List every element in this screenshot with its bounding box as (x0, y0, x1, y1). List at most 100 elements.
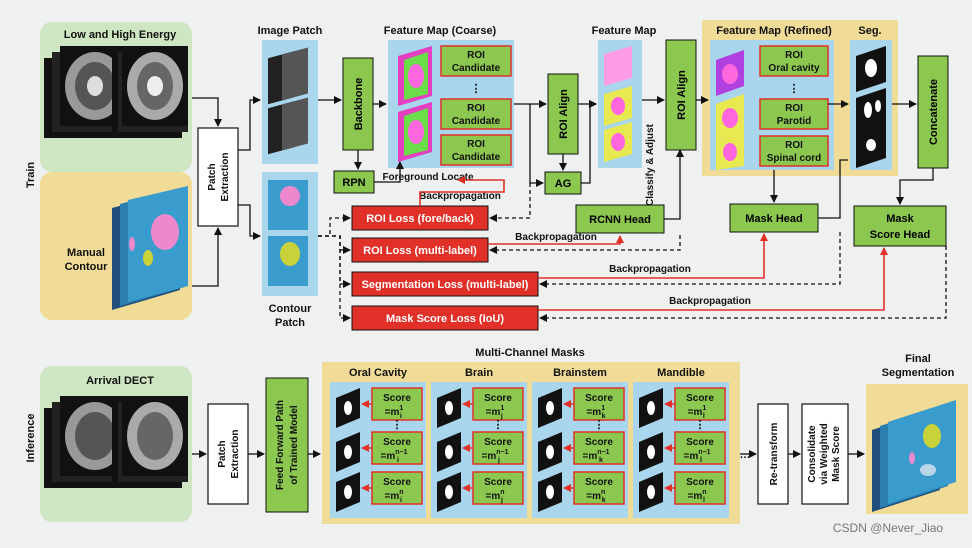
roi-candidate-1-line1: ROI (467, 50, 485, 61)
mask-blob-2-2 (546, 485, 554, 499)
classify-adjust-label: Classify & Adjust (645, 123, 656, 206)
image-patch-slices (268, 47, 308, 155)
score-label-0-1: Score (383, 437, 411, 448)
score-label-1-2: Score (484, 477, 512, 488)
feature-map-coarse-title: Feature Map (Coarse) (384, 25, 497, 37)
mask-blob-3-0 (647, 401, 655, 415)
roi-align-label-2: ROI Align (676, 70, 688, 120)
image-patch-title: Image Patch (258, 25, 323, 37)
coarse-feature-tiles (398, 46, 432, 162)
score-box-3-2 (674, 471, 726, 505)
inference-label: Inference (25, 414, 37, 463)
concatenate-label: Concatenate (928, 79, 940, 145)
backprop-label-4: Backpropagation (669, 296, 751, 307)
input-title: Low and High Energy (64, 29, 177, 41)
roi-oral-line1: ROI (785, 50, 803, 61)
foreground-locate-label: Foreground Locate (382, 172, 474, 183)
roi-candidate-dots: ⋮ (471, 83, 482, 95)
score-dots-3: ⋮ (695, 419, 706, 431)
feature-map-tiles (604, 46, 632, 162)
organ-title-2: Brainstem (553, 367, 607, 379)
patch-extraction-line1: Patch (207, 163, 218, 190)
score-box-2-0 (573, 387, 625, 421)
roi-candidate-1: ROI Candidate (440, 45, 512, 77)
backbone-label: Backbone (353, 78, 365, 131)
roi-candidate-3-line1: ROI (467, 139, 485, 150)
score-dots-1: ⋮ (493, 419, 504, 431)
ct-image-stack-1 (44, 46, 130, 138)
retransform-label: Re-transform (769, 423, 780, 486)
multi-channel-title: Multi-Channel Masks (475, 347, 584, 359)
inference-patch-line1: Patch (217, 440, 228, 467)
score-label-2-0: Score (585, 393, 613, 404)
roi-align-label-1: ROI Align (558, 89, 570, 139)
roi-spinal-cord: ROI Spinal cord (759, 135, 829, 167)
watermark: CSDN @Never_Jiao (833, 521, 944, 535)
seg-tiles (856, 46, 886, 168)
backprop-arrows (419, 176, 888, 311)
roi-candidate-2-line1: ROI (467, 103, 485, 114)
arrival-title: Arrival DECT (86, 375, 154, 387)
patch-extraction-line2: Extraction (220, 153, 231, 202)
rpn-label: RPN (342, 177, 365, 189)
roi-loss-multilabel-label: ROI Loss (multi-label) (363, 245, 477, 257)
score-label-0-2: Score (383, 477, 411, 488)
mask-score-loss-label: Mask Score Loss (IoU) (386, 313, 504, 325)
roi-parotid: ROI Parotid (759, 98, 829, 130)
patch-extraction-box (197, 127, 239, 227)
feed-forward-box (265, 377, 309, 513)
organ-title-0: Oral Cavity (349, 367, 408, 379)
score-box-3-0 (674, 387, 726, 421)
mask-blob-0-2 (344, 485, 352, 499)
contour-patch-line2: Patch (275, 317, 305, 329)
mask-blob-3-1 (647, 445, 655, 459)
retransform-box (757, 403, 789, 505)
score-box-2-2 (573, 471, 625, 505)
score-box-3-1 (674, 431, 726, 465)
roi-oral-cavity: ROI Oral cavity (759, 45, 829, 77)
segmentation-loss-label: Segmentation Loss (multi-label) (362, 279, 529, 291)
arrival-ct-stack-2 (112, 396, 188, 488)
backprop-label-2: Backpropagation (515, 232, 597, 243)
feature-map-title: Feature Map (592, 25, 657, 37)
roi-oral-line2: Oral cavity (768, 63, 820, 74)
feature-map-refined-title: Feature Map (Refined) (716, 25, 832, 37)
roi-spinal-line2: Spinal cord (767, 153, 821, 164)
organ-title-3: Mandible (657, 367, 705, 379)
mask-blob-1-2 (445, 485, 453, 499)
roi-candidate-3: ROI Candidate (440, 134, 512, 166)
mask-blob-0-0 (344, 401, 352, 415)
backprop-label-3: Backpropagation (609, 264, 691, 275)
feed-forward-line1: Feed Forward Path (275, 400, 286, 490)
contour-patch-slices (268, 180, 308, 286)
roi-loss-multilabel-box (351, 237, 489, 263)
feed-forward-line2: of Trained Model (289, 405, 300, 485)
mask-blob-2-0 (546, 401, 554, 415)
score-label-3-2: Score (686, 477, 714, 488)
roi-spinal-line1: ROI (785, 140, 803, 151)
roi-loss-fore-back-label: ROI Loss (fore/back) (366, 213, 474, 225)
mask-blob-1-0 (445, 401, 453, 415)
score-label-1-0: Score (484, 393, 512, 404)
contour-patch-line1: Contour (269, 303, 312, 315)
organ-title-1: Brain (465, 367, 493, 379)
consolidate-line1: Consolidate (807, 425, 818, 483)
inference-patch-extraction-box (207, 403, 249, 505)
train-label: Train (25, 162, 37, 189)
mask-head-label: Mask Head (745, 213, 802, 225)
train-dashed-arrows (318, 183, 947, 322)
rcnn-head-label: RCNN Head (589, 214, 651, 226)
score-label-1-1: Score (484, 437, 512, 448)
final-seg-stack (872, 400, 956, 512)
